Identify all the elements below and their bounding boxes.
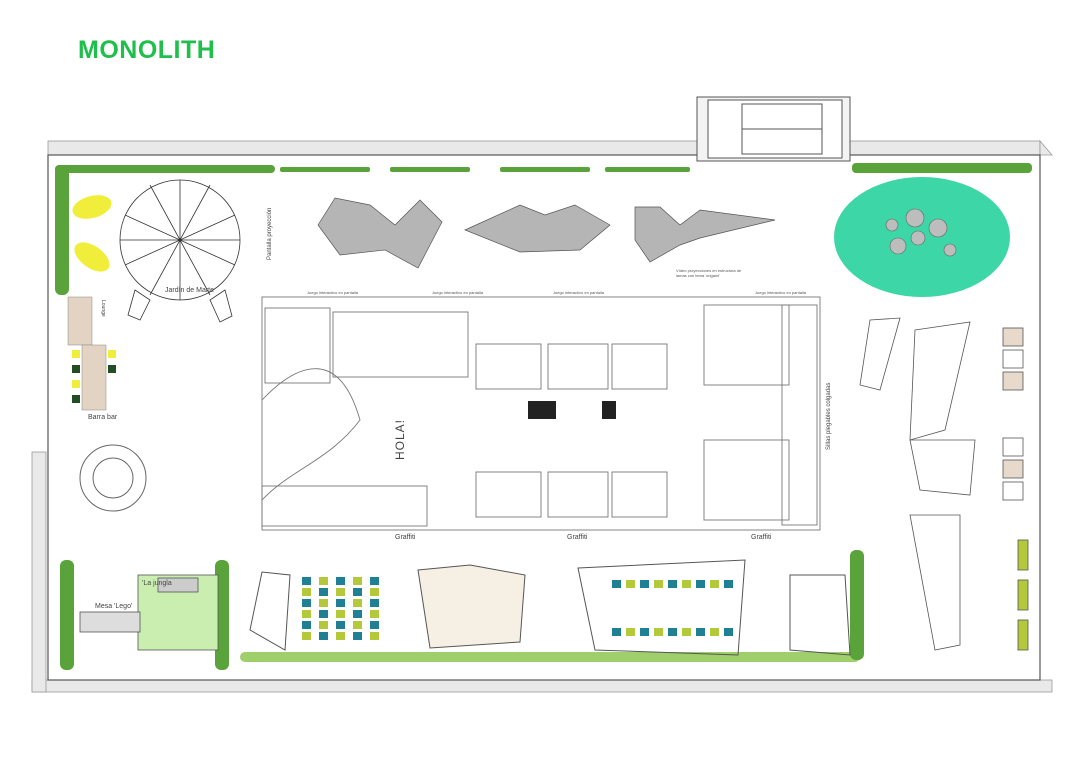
origami-note-line1: Vídeo proyecciones en estructura de <box>676 268 742 273</box>
seat <box>302 632 311 640</box>
south-pavilions <box>249 559 851 656</box>
perimeter-plants <box>55 163 1032 670</box>
seat <box>353 588 362 596</box>
seat <box>302 621 311 629</box>
seat <box>302 610 311 618</box>
bar-table <box>67 296 116 411</box>
seat <box>682 580 691 588</box>
seat <box>696 580 705 588</box>
brand-title: MONOLITH <box>78 36 216 64</box>
bar-label: Barra bar <box>88 414 118 421</box>
seat <box>682 628 691 636</box>
seat <box>319 621 328 629</box>
seat <box>336 588 345 596</box>
lounge-label: Lounge <box>100 300 106 317</box>
graffiti-label: Graffiti <box>395 534 416 541</box>
seat <box>336 599 345 607</box>
seat <box>353 610 362 618</box>
seat <box>370 599 379 607</box>
pattern-tile <box>602 401 616 419</box>
seat <box>370 610 379 618</box>
seat <box>668 628 677 636</box>
origami-note-line2: lamas con tema 'origami' <box>676 273 720 278</box>
hanging-chairs-label: Sillas plegables colgadas <box>826 382 832 450</box>
graffiti-label: Graffiti <box>751 534 772 541</box>
seat <box>724 580 733 588</box>
seat <box>370 621 379 629</box>
jungle-label: 'La jungla <box>142 580 172 587</box>
screen-label: Juego interactivo en pantalla <box>553 290 604 295</box>
jungle-room <box>79 574 219 651</box>
seat <box>370 632 379 640</box>
seat <box>319 577 328 585</box>
seat <box>626 580 635 588</box>
screen-label: Juego interactivo en pantalla <box>307 290 358 295</box>
seating-grid <box>302 577 733 640</box>
seat <box>640 580 649 588</box>
seat <box>640 628 649 636</box>
seat <box>319 610 328 618</box>
seat <box>626 628 635 636</box>
seat <box>710 628 719 636</box>
seat <box>612 628 621 636</box>
seat <box>370 588 379 596</box>
stair-tower <box>696 96 851 162</box>
seat <box>302 588 311 596</box>
lego-table-label: Mesa 'Lego' <box>95 603 133 610</box>
seat <box>710 580 719 588</box>
seat <box>319 599 328 607</box>
dome-label: Jardín de Marte <box>165 287 215 294</box>
central-core <box>261 296 821 531</box>
seat <box>302 577 311 585</box>
seat <box>353 599 362 607</box>
seat <box>654 580 663 588</box>
loungers <box>72 195 112 272</box>
geodesic-dome <box>119 179 241 323</box>
seat <box>319 588 328 596</box>
seat <box>353 577 362 585</box>
graffiti-label: Graffiti <box>567 534 588 541</box>
seat <box>612 580 621 588</box>
origami-structures <box>317 197 776 269</box>
pattern-tile <box>528 401 556 419</box>
hello-sign: HOLA! <box>393 418 407 460</box>
seat <box>336 632 345 640</box>
seat <box>654 628 663 636</box>
workstations <box>859 317 1029 651</box>
stools <box>885 208 957 257</box>
seat <box>353 621 362 629</box>
screen-label: Juego interactivo en pantalla <box>432 290 483 295</box>
seat <box>302 599 311 607</box>
seat <box>336 610 345 618</box>
seat <box>336 577 345 585</box>
screen-label: Juego interactivo en pantalla <box>755 290 806 295</box>
seat <box>370 577 379 585</box>
seat <box>353 632 362 640</box>
seat <box>696 628 705 636</box>
seat <box>668 580 677 588</box>
seat <box>336 621 345 629</box>
seat <box>319 632 328 640</box>
seat <box>724 628 733 636</box>
round-table <box>79 444 147 512</box>
building-outline <box>47 154 1041 681</box>
projection-screen-label: Pantalla proyección <box>267 207 273 260</box>
